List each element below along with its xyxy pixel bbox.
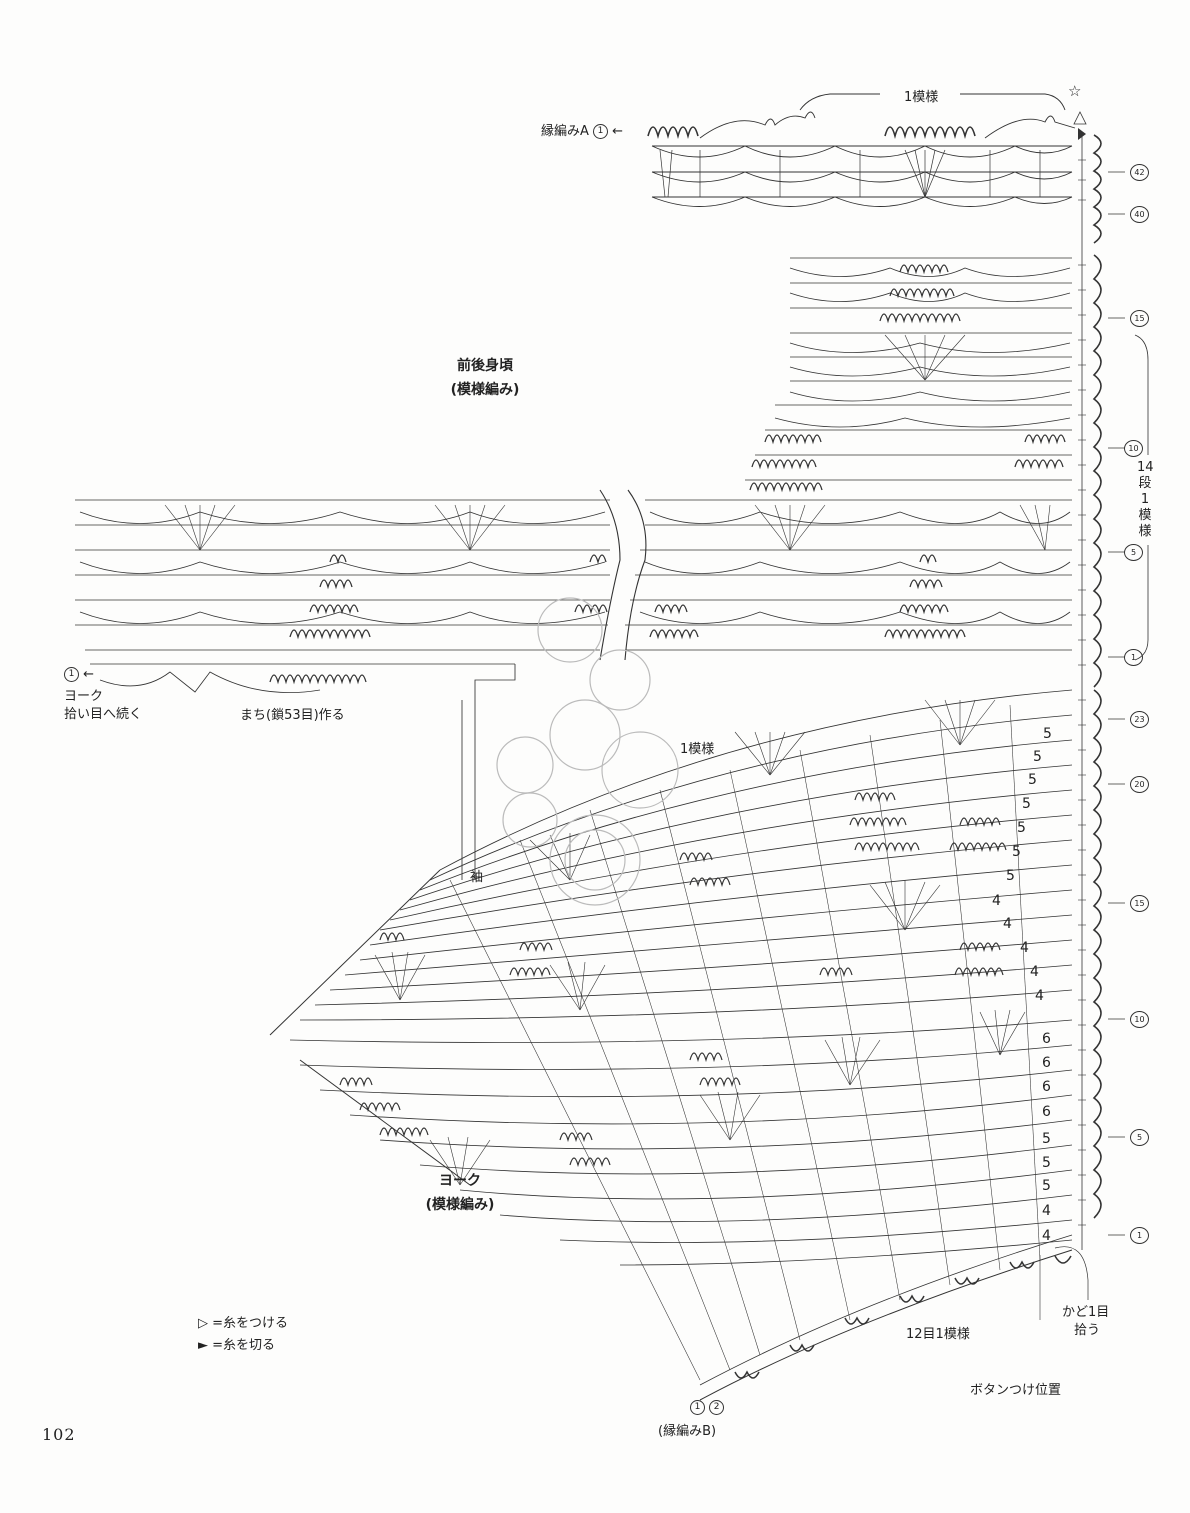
body-row-marker-5: 5	[1124, 544, 1143, 561]
stitch-count: 5	[1012, 844, 1021, 860]
yoke-row-marker-15: 15	[1130, 895, 1149, 912]
row-marker-40: 40	[1130, 206, 1149, 223]
body-title: 前後身頃 (模様編み)	[430, 355, 540, 399]
edge-b-label: (縁編みB)	[658, 1424, 717, 1439]
stitch-count: 5	[1033, 749, 1042, 765]
stitch-count: 4	[1042, 1228, 1051, 1244]
top-edge-band	[647, 93, 1076, 207]
stitch-count: 6	[1042, 1079, 1051, 1095]
vert-char-2: 1	[1140, 492, 1150, 507]
yoke-row-5-text: 5	[1130, 1129, 1149, 1146]
stitch-count: 5	[1017, 820, 1026, 836]
vert-char-1: 段	[1138, 476, 1152, 491]
edge-b-row-1: 1	[690, 1400, 705, 1415]
legend-cut-thread: ► =糸を切る	[198, 1338, 276, 1353]
rows-per-repeat-label: 14 段 1 模 様	[1137, 460, 1154, 540]
body-row-15-text: 15	[1130, 310, 1149, 327]
vert-char-0: 14	[1137, 460, 1154, 475]
yoke-row-marker-1: 1	[1130, 1227, 1149, 1244]
yoke-row-10-text: 10	[1130, 1011, 1149, 1028]
stitch-count: 5	[1042, 1178, 1051, 1194]
body-row-marker-15: 15	[1130, 310, 1149, 327]
edge-a-name: 縁編みA	[541, 124, 589, 139]
yoke-row-marker-5: 5	[1130, 1129, 1149, 1146]
corner-note-line2: 拾う	[1074, 1323, 1101, 1338]
yoke-row-1-text: 1	[1130, 1227, 1149, 1244]
edge-b-row-markers: 1 2	[690, 1400, 725, 1415]
yoke-repeat-label: 1模様	[680, 742, 715, 757]
edge-a-row-marker: 1	[593, 124, 609, 139]
stitch-count: 4	[1020, 940, 1029, 956]
edge-a-label: 縁編みA 1 ←	[541, 124, 624, 139]
yoke-title: ヨーク (模様編み)	[405, 1170, 515, 1214]
body-row-marker-10: 10	[1124, 440, 1143, 457]
vert-char-3: 模	[1138, 508, 1152, 523]
body-row-marker-1: 1	[1124, 649, 1143, 666]
thread-markers	[1073, 111, 1087, 140]
body-row-5-text: 5	[1124, 544, 1143, 561]
yoke-continue-note: ヨーク 拾い目へ続く	[64, 688, 142, 724]
row-marker-42: 42	[1130, 164, 1149, 181]
body-main-block	[75, 489, 1072, 880]
row-40-text: 40	[1130, 206, 1149, 223]
body-row-10-text: 10	[1124, 440, 1143, 457]
body-left-row-marker: 1 ←	[64, 667, 94, 682]
star-icon: ☆	[1068, 82, 1082, 100]
stitch-count: 4	[1042, 1203, 1051, 1219]
stitch-count: 4	[1003, 916, 1012, 932]
body-upper-block	[745, 257, 1072, 493]
body-row-1-text: 1	[1124, 649, 1143, 666]
stitch-count: 5	[1042, 1155, 1051, 1171]
yoke-row-23-text: 23	[1130, 711, 1149, 728]
vert-char-4: 様	[1138, 524, 1152, 539]
stitch-count: 6	[1042, 1031, 1051, 1047]
button-position-label: ボタンつけ位置	[970, 1383, 1062, 1398]
legend-attach-thread: ▷ =糸をつける	[198, 1316, 289, 1331]
corner-note-line1: かど1目	[1062, 1305, 1110, 1320]
yoke-title-line2: (模様編み)	[425, 1197, 495, 1213]
twelve-stitch-repeat-label: 12目1模様	[906, 1327, 970, 1342]
stitch-count: 5	[1006, 868, 1015, 884]
body-title-line1: 前後身頃	[457, 358, 513, 374]
stitch-count: 5	[1043, 726, 1052, 742]
stitch-count: 6	[1042, 1055, 1051, 1071]
right-edge-band	[1078, 134, 1149, 1250]
yoke-note-line2: 拾い目へ続く	[64, 707, 143, 722]
stitch-count: 4	[1030, 964, 1039, 980]
body-title-line2: (模様編み)	[450, 382, 520, 398]
yoke-row-marker-20: 20	[1130, 776, 1149, 793]
yoke-title-line1: ヨーク	[439, 1173, 481, 1189]
yoke-row-marker-23: 23	[1130, 711, 1149, 728]
stitch-count: 5	[1022, 796, 1031, 812]
corner-note: かど1目 拾う	[1062, 1304, 1109, 1340]
stitch-count: 4	[1035, 988, 1044, 1004]
yoke-note-line1: ヨーク	[64, 689, 104, 704]
sleeve-label: 袖	[470, 870, 484, 885]
stitch-count: 4	[992, 893, 1001, 909]
top-repeat-label: 1模様	[904, 90, 939, 105]
watermark-logo	[496, 597, 679, 906]
yoke-block	[269, 689, 1089, 1401]
yoke-row-15-text: 15	[1130, 895, 1149, 912]
stitch-count: 5	[1042, 1131, 1051, 1147]
gusset-note: まち(鎖53目)作る	[240, 708, 345, 723]
stitch-count: 5	[1028, 772, 1037, 788]
body-left-row-text: 1	[64, 667, 79, 682]
yoke-row-20-text: 20	[1130, 776, 1149, 793]
page-number: 102	[42, 1425, 76, 1444]
yoke-row-marker-10: 10	[1130, 1011, 1149, 1028]
stitch-count: 6	[1042, 1104, 1051, 1120]
edge-b-row-2: 2	[709, 1400, 725, 1415]
row-42-text: 42	[1130, 164, 1149, 181]
